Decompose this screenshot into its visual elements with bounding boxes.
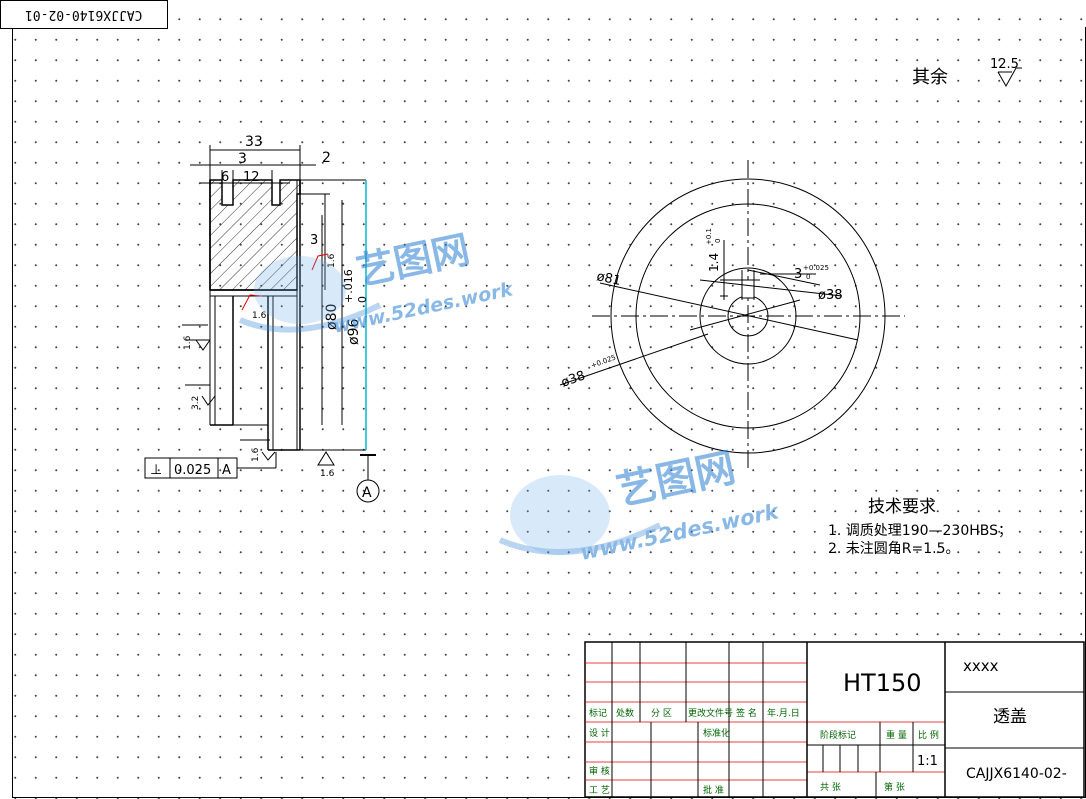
label-doc: 更改文件号: [688, 707, 733, 719]
section-view: 33 3 2 6 12 3 ø80 ø96 +.016 0 1.6 1.6: [144, 134, 380, 503]
material: HT150: [843, 669, 922, 697]
label-process: 工 艺: [589, 785, 610, 796]
part-name: 透盖: [993, 707, 1027, 727]
dim-key14: 1.4: [707, 253, 721, 272]
roughness-note-value: 12.5: [990, 57, 1019, 72]
label-date: 年.月.日: [767, 707, 800, 719]
roughness-symbol-icon: [997, 67, 1022, 88]
label-sign: 签 名: [736, 707, 757, 719]
label-ratio: 比 例: [918, 729, 939, 741]
watermark-1-brand: 艺图网: [353, 227, 474, 294]
dim-key3: 3: [794, 267, 802, 282]
label-sheets: 共 张: [820, 782, 841, 793]
general-roughness-note: 其余 12.5: [912, 57, 1022, 88]
label-check: 审 核: [589, 765, 610, 777]
label-count: 处数: [616, 707, 634, 719]
title-block: [584, 641, 1085, 798]
label-sheet-no: 第 张: [884, 781, 905, 793]
watermark-1-url: www.52des.work: [331, 278, 516, 338]
label-mark: 标记: [589, 707, 607, 719]
drawing-number: CAJJX6140-02-: [966, 766, 1067, 782]
dim-dia81: ø81: [595, 269, 622, 289]
roughness-4: 3.2: [191, 396, 201, 410]
dim-12: 12: [243, 170, 260, 185]
front-view: [559, 160, 905, 470]
watermark-2: 艺图网 www.52des.work: [498, 445, 783, 565]
dim-dia38: ø38: [818, 288, 843, 303]
datum-a-symbol: A: [356, 454, 380, 503]
dim-flange-2: 2: [322, 150, 331, 166]
dim-dia38-tol-sup: +0.025: [590, 354, 617, 370]
dim-key3-sup: +0.025: [803, 264, 829, 272]
dim-dia80: ø80: [324, 304, 340, 330]
dim-dia38-tol: ø38: [559, 368, 587, 390]
tech-requirements: 技术要求 1. 调质处理190—230HBS； 2. 未注圆角R=1.5。: [828, 497, 1012, 557]
roughness-1: 1.6: [327, 253, 337, 268]
organization: xxxx: [963, 657, 999, 675]
tolerance-value: 0.025: [174, 463, 211, 478]
roughness-3: 1.6: [183, 335, 193, 350]
dim-step-3: 3: [238, 151, 247, 167]
front-view-dims: ø81 ø38 ø38 +0.025 3 +0.025 0 1.4 +0.1 0: [559, 228, 842, 391]
datum-a-label: A: [362, 485, 372, 501]
label-design: 设 计: [589, 727, 610, 739]
roughness-5: 1.6: [251, 447, 261, 462]
dim-overall-width: 33: [245, 134, 263, 150]
dim-6: 6: [221, 170, 229, 185]
scale: 1:1: [917, 754, 938, 769]
dim-key3-sub: 0: [806, 273, 810, 281]
tech-req-item-2: 2. 未注圆角R=1.5。: [828, 541, 960, 557]
dim-dia96: ø96: [346, 319, 362, 345]
roughness-note-label: 其余: [912, 67, 948, 88]
label-std: 标准化: [703, 727, 730, 739]
red-roughness-marks: [241, 253, 329, 311]
rotated-code-stamp: CAJJX6140-02-01: [0, 0, 168, 29]
dim-dia96-tol-lower: 0: [356, 296, 369, 303]
label-approve: 批 准: [703, 784, 724, 796]
geometric-tolerance-frame: ⊥ 0.025 A: [144, 452, 277, 479]
label-stage: 阶段标记: [820, 729, 856, 741]
dim-key14-sub: 0: [714, 239, 722, 243]
dim-key14-sup: +0.1: [705, 228, 713, 245]
left-roughness-callouts: 1.6 3.2 1.6 1.6: [182, 324, 335, 479]
watermark-2-brand: 艺图网: [613, 445, 740, 515]
roughness-6: 1.6: [320, 469, 335, 479]
tolerance-datum: A: [222, 463, 231, 478]
revision-grid-lines: [585, 662, 945, 781]
tech-req-title: 技术要求: [868, 497, 936, 517]
title-block-text: HT150 xxxx 透盖 CAJJX6140-02- 1:1 标记 处数 分 …: [589, 657, 1067, 796]
dim-v3: 3: [310, 233, 318, 248]
roughness-2: 1.6: [252, 311, 267, 321]
label-weight: 重 量: [886, 729, 907, 741]
tech-req-item-1: 1. 调质处理190—230HBS；: [828, 523, 1012, 539]
tolerance-symbol: ⊥: [150, 462, 162, 478]
dim-dia96-tol-upper: +.016: [342, 269, 355, 303]
label-zone: 分 区: [651, 708, 672, 719]
